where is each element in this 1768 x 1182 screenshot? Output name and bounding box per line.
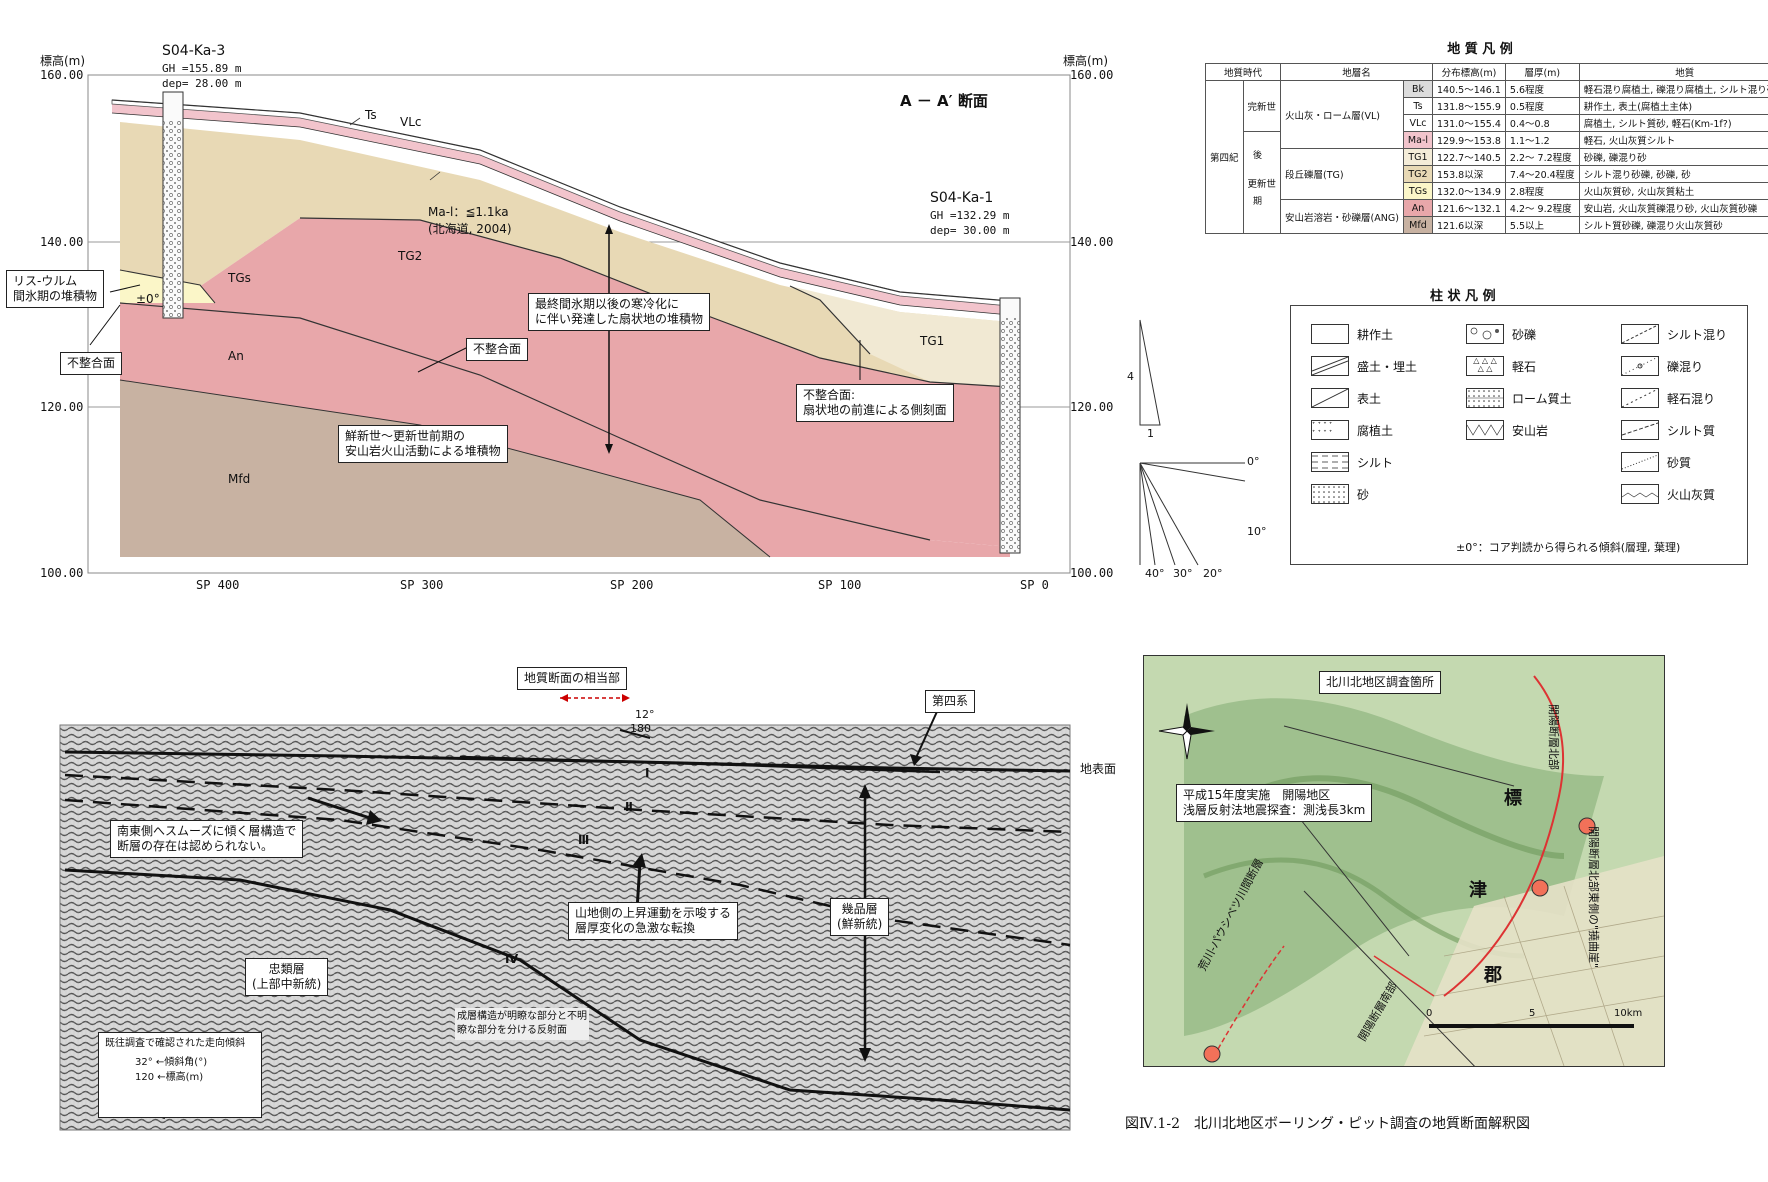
callout-smooth-dip: 南東側へスムーズに傾く層構造で 断層の存在は認められない。	[110, 820, 304, 858]
callout-unconformity-1: 不整合面	[60, 352, 123, 375]
label-zero: ±0°	[136, 292, 160, 306]
dip-top: 12°	[635, 708, 655, 721]
cross-section: 標高(m) 標高(m) 160.00 140.00 120.00 100.00 …	[0, 0, 1120, 600]
tick-100-right: 100.00	[1070, 566, 1114, 580]
reflector-note: 成層構造が明瞭な部分と不明 瞭な部分を分ける反射面	[455, 1008, 589, 1040]
legend-item: 砂	[1311, 484, 1369, 504]
map-scale-0: 0	[1426, 1008, 1433, 1019]
geo-legend-title: 地 質 凡 例	[1447, 42, 1513, 57]
tick-160-left: 160.00	[40, 68, 84, 82]
map-svg	[1144, 656, 1664, 1066]
callout-unconformity-3: 不整合面: 扇状地の前進による側刻面	[796, 384, 954, 422]
legend-item: 砂礫	[1466, 324, 1536, 344]
sp-label: SP 200	[610, 578, 654, 592]
borehole2-gh: GH =132.29 m	[930, 209, 1010, 222]
borehole2-name: S04-Ka-1	[930, 190, 994, 206]
map-survey-box: 平成15年度実施 開陽地区 浅層反射法地震探査：測浅長3km	[1176, 784, 1373, 822]
left-axis-label: 標高(m)	[40, 54, 86, 68]
legend-item: 礫混り	[1621, 356, 1703, 376]
label-an: An	[228, 349, 244, 363]
legend-item: シルト質	[1621, 420, 1715, 440]
dip-bottom: 180	[630, 722, 651, 735]
horizon-iv: Ⅳ	[505, 952, 519, 966]
legend-item: 耕作土	[1311, 324, 1393, 344]
section-svg	[87, 74, 1071, 574]
survey-point	[1578, 817, 1596, 835]
label-ma1: Ma-l：≦1.1ka	[428, 205, 509, 219]
survey-point	[1203, 1045, 1221, 1063]
callout-uplift: 山地側の上昇運動を示唆する 層厚変化の急激な転換	[568, 902, 739, 940]
legend-item: シルト混り	[1621, 324, 1727, 344]
horizon-ii: Ⅱ	[625, 800, 633, 814]
legend-item: 表土	[1311, 388, 1381, 408]
callout-churui: 忠類層 (上部中新統)	[245, 958, 329, 996]
map-place: 標	[1504, 788, 1522, 809]
label-ma1-ref: (北海道, 2004)	[428, 222, 512, 236]
label-tgs: TGs	[228, 271, 251, 285]
section-title: A － A′ 断面	[900, 92, 988, 110]
layer-an	[120, 303, 1010, 557]
map-fault-d: 開陽断層北部東側の"撓曲崖"	[1587, 826, 1600, 969]
tick-140-right: 140.00	[1070, 235, 1114, 249]
tick-140-left: 140.00	[40, 235, 84, 249]
callout-fan-deposits: 最終間氷期以後の寒冷化に に伴い発達した扇状地の堆積物	[528, 293, 711, 331]
map-place: 郡	[1484, 965, 1502, 986]
surface-label: 地表面	[1080, 762, 1117, 776]
horizon-i: Ⅰ	[645, 766, 650, 780]
borehole2-dep: dep= 30.00 m	[930, 224, 1010, 237]
quaternary-label: 第四系	[925, 690, 976, 713]
borehole1-name: S04-Ka-3	[162, 43, 226, 59]
legend-item: △ △ △△ △軽石	[1466, 356, 1536, 376]
column-legend-title: 柱 状 凡 例	[1430, 289, 1496, 304]
callout-ikushina: 幾品層 (鮮新統)	[830, 898, 890, 936]
label-tg2: TG2	[398, 249, 423, 263]
legend-item: 安山岩	[1466, 420, 1548, 440]
label-mfd: Mfd	[228, 472, 251, 486]
horizon-iii: Ⅲ	[578, 833, 590, 847]
scale-diagram: 4 1 0° 10° 40° 30° 20°	[1125, 315, 1267, 585]
tick-120-right: 120.00	[1070, 400, 1114, 414]
label-vlc: VLc	[400, 115, 422, 129]
map-title: 北川北地区調査箇所	[1319, 671, 1442, 694]
legend-item: シルト	[1311, 452, 1393, 472]
figure-caption: 図Ⅳ.1-2 北川北地区ボーリング・ピット調査の地質断面解釈図	[1125, 1116, 1530, 1132]
label-ts: Ts	[365, 108, 377, 122]
tick-100-left: 100.00	[40, 566, 84, 580]
sp-label: SP 100	[818, 578, 862, 592]
location-map: 北川北地区調査箇所 平成15年度実施 開陽地区 浅層反射法地震探査：測浅長3km…	[1143, 655, 1665, 1067]
callout-riss-wurm: リス-ウルム 間氷期の堆積物	[6, 270, 105, 308]
label-tg1: TG1	[920, 334, 945, 348]
legend-item: 火山灰質	[1621, 484, 1715, 504]
callout-pliocene: 鮮新世～更新世前期の 安山岩火山活動による堆積物	[338, 425, 508, 463]
layer-tg1	[790, 286, 1010, 387]
map-fault-c: 開陽断層北部	[1547, 704, 1560, 770]
legend-item: 軽石混り	[1621, 388, 1715, 408]
callout-unconformity-2: 不整合面	[466, 338, 529, 361]
legend-item: ローム質土	[1466, 388, 1572, 408]
sp-label: SP 400	[196, 578, 240, 592]
column-legend-note: ±0°：コア判読から得られる傾斜(層理, 葉理)	[1456, 541, 1681, 554]
map-scale-5: 5	[1529, 1008, 1536, 1019]
tick-160-right: 160.00	[1070, 68, 1114, 82]
legend-item: 盛土・埋土	[1311, 356, 1417, 376]
map-scale-10: 10km	[1614, 1008, 1643, 1019]
borehole1-gh: GH =155.89 m	[162, 62, 242, 75]
seismic-top-label: 地質断面の相当部	[517, 667, 628, 690]
layer-mfd	[120, 380, 770, 557]
borehole1-dep: dep= 28.00 m	[162, 77, 242, 90]
legend-item: 砂質	[1621, 452, 1691, 472]
survey-point	[1531, 879, 1549, 897]
sp-label: SP 0	[1020, 578, 1049, 592]
sp-label: SP 300	[400, 578, 444, 592]
seismic-profile: 地質断面の相当部 第四系 地表面 12° 180 Ⅰ Ⅱ Ⅲ Ⅳ 南東側へスムー…	[40, 667, 1116, 1150]
right-axis-label: 標高(m)	[1063, 54, 1109, 68]
geo-legend-table: 地質時代 地層名 分布標高(m) 層厚(m) 地質 第四紀 完新世 火山灰・ロー…	[1204, 63, 1768, 234]
tick-120-left: 120.00	[40, 400, 84, 414]
map-place: 津	[1469, 880, 1487, 901]
geo-legend: 地 質 凡 例 地質時代 地層名 分布標高(m) 層厚(m) 地質 第四紀 完新…	[1204, 38, 1768, 234]
layer-tg2	[120, 122, 1010, 387]
dip-legend: 既往調査で確認された走向傾斜 32° ←傾斜角(°) 120 ←標高(m)	[98, 1032, 262, 1118]
